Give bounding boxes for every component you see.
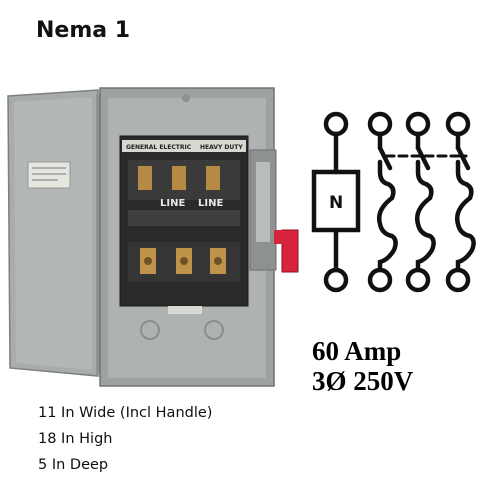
- page-title: Nema 1: [36, 18, 131, 43]
- pole-2-top-terminal: [405, 111, 431, 137]
- line-label-1: LINE: [160, 198, 185, 209]
- voltage-rating: 3Ø 250V: [312, 366, 414, 396]
- pole-2-bottom-terminal: [405, 267, 431, 293]
- rating-block: 60 Amp 3Ø 250V: [312, 336, 413, 396]
- brand-strip: [122, 140, 246, 152]
- pole-3-bottom-terminal: [445, 267, 471, 293]
- neutral-top-terminal: [323, 111, 349, 137]
- pole-1-bottom-terminal: [367, 267, 393, 293]
- amp-rating: 60 Amp: [312, 336, 402, 366]
- pole-1-top-terminal: [367, 111, 393, 137]
- duty-label: HEAVY DUTY: [200, 144, 243, 151]
- pole-3-top-terminal: [445, 111, 471, 137]
- spec-depth: 5 In Deep: [38, 457, 109, 473]
- door-label: [27, 161, 71, 189]
- spec-width: 11 In Wide (Incl Handle): [38, 405, 213, 421]
- switch-schematic: N: [311, 111, 476, 293]
- dimensions-list: 11 In Wide (Incl Handle) 18 In High 5 In…: [38, 400, 212, 478]
- operating-handle: [281, 229, 299, 273]
- neutral-bottom-terminal: [323, 267, 349, 293]
- spec-height: 18 In High: [38, 431, 113, 447]
- brand-label: GENERAL ELECTRIC: [126, 144, 192, 151]
- safety-switch-photo: GENERAL ELECTRIC HEAVY DUTY LINE LINE: [7, 87, 299, 387]
- neutral-label: N: [329, 193, 343, 213]
- line-label-2: LINE: [198, 198, 223, 209]
